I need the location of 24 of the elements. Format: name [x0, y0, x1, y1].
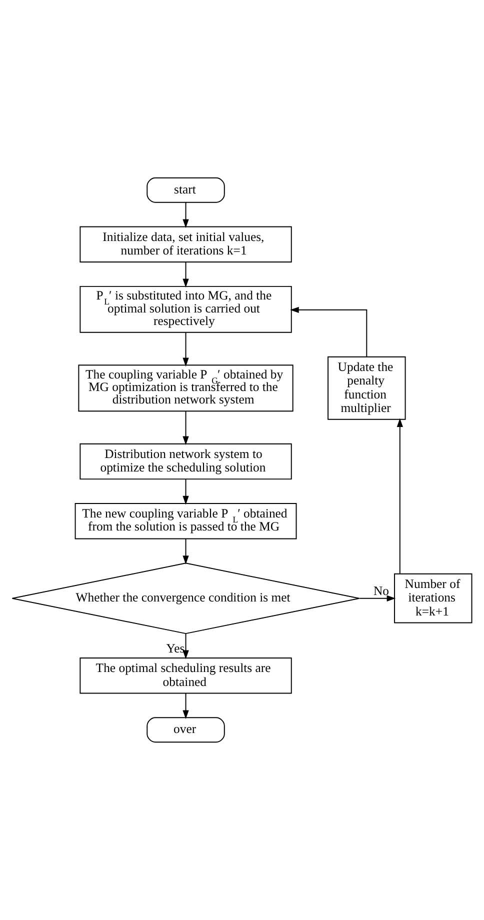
arrow [182, 633, 189, 660]
arrow [182, 538, 189, 564]
node-box: over [146, 717, 225, 743]
node-box: The optimal scheduling results are obtained [80, 658, 292, 694]
arrow [182, 478, 189, 505]
node-box: Initialize data, set initial values, number of iterations k=1 [80, 226, 292, 262]
edge-label: No [373, 584, 389, 598]
node-box: start [146, 177, 225, 203]
node-box: Distribution network system to optimize the scheduling solution [80, 443, 292, 480]
arrow [182, 410, 189, 445]
node-box: The new coupling variable P$_{L}$′ obtained from the solution is passed to the MG [74, 503, 297, 540]
arrow [182, 262, 189, 288]
node-box: Number of iterations k=k+1 [394, 573, 472, 624]
node-diamond: Whether the convergence condition is met [12, 562, 360, 634]
arrow [182, 692, 189, 720]
node-box: P$_{L}$′ is substituted into MG, and the optimal solution is carried out respectively [80, 286, 292, 333]
arrow [396, 418, 403, 574]
arrow [182, 202, 189, 228]
arrow [182, 332, 189, 367]
node-box: Update the penalty function multiplier [328, 356, 406, 420]
arrow [290, 306, 368, 358]
arrow [359, 595, 396, 602]
edge-label: Yes [166, 641, 185, 656]
node-box: The coupling variable P$_{G}$′ obtained by MG optimization is transferred to the distribution network system [78, 364, 294, 412]
